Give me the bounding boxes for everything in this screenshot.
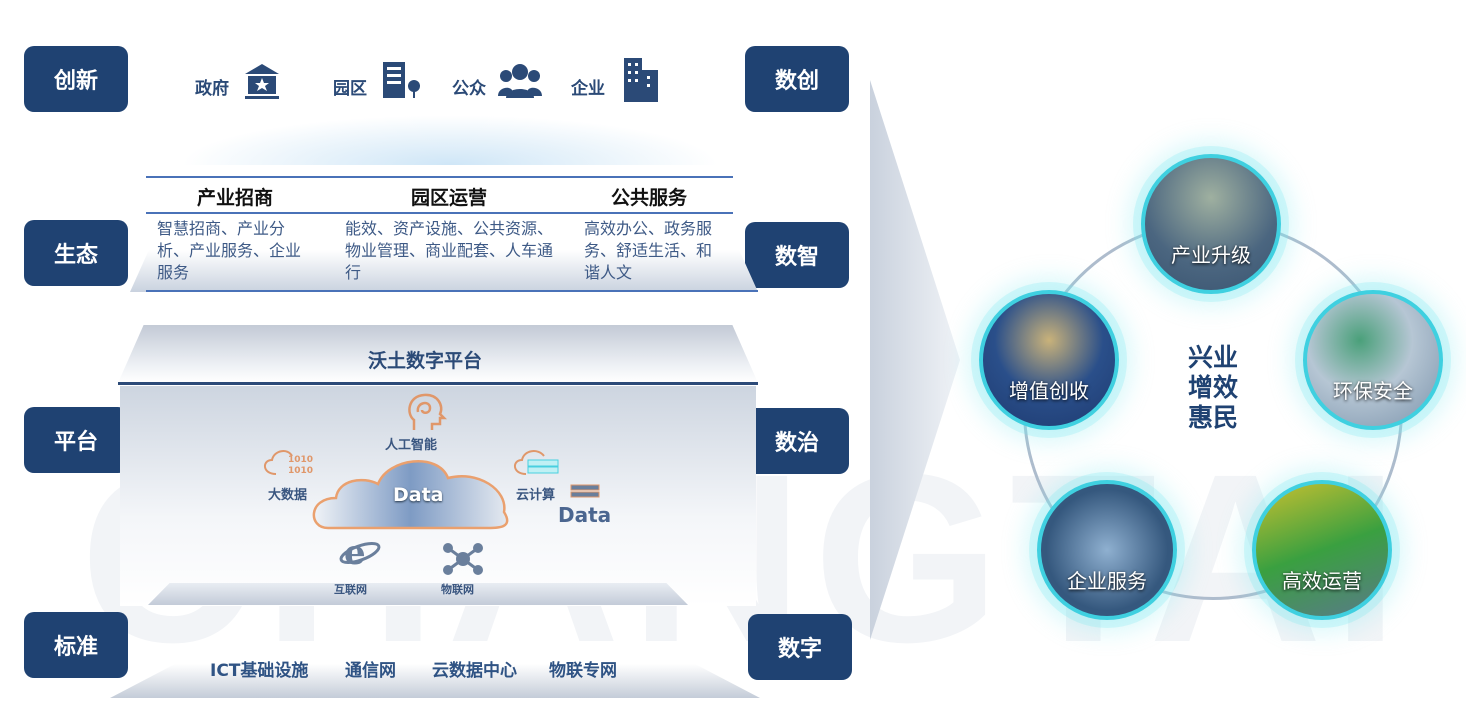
divider	[146, 290, 758, 292]
label-digital-innovation: 数创	[745, 46, 849, 112]
label-digital-governance: 数治	[745, 408, 849, 474]
item-ai: 人工智能	[385, 438, 438, 453]
iot-network-icon	[443, 543, 483, 575]
bubble-label: 环保安全	[1333, 379, 1413, 403]
head-ai-icon	[408, 393, 448, 430]
cloud-compute-icon	[514, 450, 559, 475]
bubble-industry-upgrade: 产业升级	[1141, 154, 1281, 294]
government-icon	[245, 64, 279, 99]
svg-text:1010: 1010	[288, 455, 313, 465]
label-digital-intelligence: 数智	[745, 222, 849, 288]
data-cloud-label: Data	[393, 484, 444, 506]
park-building-icon	[383, 62, 420, 98]
standard-ict: ICT基础设施	[210, 661, 309, 681]
column-body-operations: 能效、资产设施、公共资源、物业管理、商业配套、人车通行	[345, 219, 554, 282]
standard-network: 通信网	[345, 661, 396, 681]
label-platform: 平台	[24, 407, 128, 473]
label-innovation: 创新	[24, 46, 128, 112]
stakeholder-enterprise: 企业	[571, 79, 605, 99]
column-header-investment: 产业招商	[197, 187, 274, 209]
data-cloud	[312, 460, 509, 530]
platform-title: 沃土数字平台	[368, 350, 483, 372]
standard-iot-network: 物联专网	[549, 661, 617, 681]
platform-bottom-slab	[148, 583, 688, 605]
standard-cloud-dc: 云数据中心	[432, 661, 517, 681]
ecosystem-base	[130, 250, 758, 292]
bubble-label: 增值创收	[1009, 379, 1089, 403]
label-digital: 数字	[748, 614, 852, 680]
bubble-label: 企业服务	[1067, 569, 1147, 593]
outcome-center-line: 兴业	[1188, 343, 1239, 372]
stakeholder-public: 公众	[452, 79, 486, 99]
bubble-efficient-operations: 高效运营	[1252, 480, 1392, 620]
stakeholder-government: 政府	[195, 79, 229, 99]
stakeholder-park: 园区	[333, 79, 367, 99]
bubble-label: 高效运营	[1282, 569, 1362, 593]
divider	[146, 212, 733, 214]
label-standard: 标准	[24, 612, 128, 678]
bubble-enterprise-service: 企业服务	[1037, 480, 1177, 620]
server-icon	[570, 484, 600, 498]
outcome-center-line: 惠民	[1188, 403, 1239, 432]
bubble-value-revenue: 增值创收	[979, 290, 1119, 430]
light-rays	[180, 115, 720, 165]
item-bigdata: 大数据	[268, 488, 308, 503]
outcome-center: 兴业 增效 惠民	[1188, 343, 1248, 433]
svg-text:1010: 1010	[288, 466, 313, 476]
column-header-operations: 园区运营	[411, 187, 488, 209]
standards-base	[110, 664, 760, 698]
platform-top-slab	[118, 325, 758, 383]
column-body-investment: 智慧招商、产业分析、产业服务、企业服务	[157, 219, 302, 282]
data-side-label: Data	[558, 503, 612, 527]
internet-e-icon: e	[339, 536, 381, 568]
divider	[118, 382, 758, 385]
outcome-center-line: 增效	[1188, 373, 1239, 402]
enterprise-building-icon	[624, 58, 658, 102]
label-ecosystem: 生态	[24, 220, 128, 286]
item-cloud-computing: 云计算	[516, 488, 556, 503]
people-icon	[498, 64, 542, 98]
column-header-public-service: 公共服务	[611, 187, 688, 209]
bubble-eco-safety: 环保安全	[1303, 290, 1443, 430]
column-body-public-service: 高效办公、政务服务、舒适生活、和谐人文	[584, 219, 713, 282]
item-internet: 互联网	[334, 583, 367, 596]
divider	[146, 176, 733, 178]
item-iot: 物联网	[441, 583, 474, 596]
bubble-label: 产业升级	[1171, 243, 1251, 267]
